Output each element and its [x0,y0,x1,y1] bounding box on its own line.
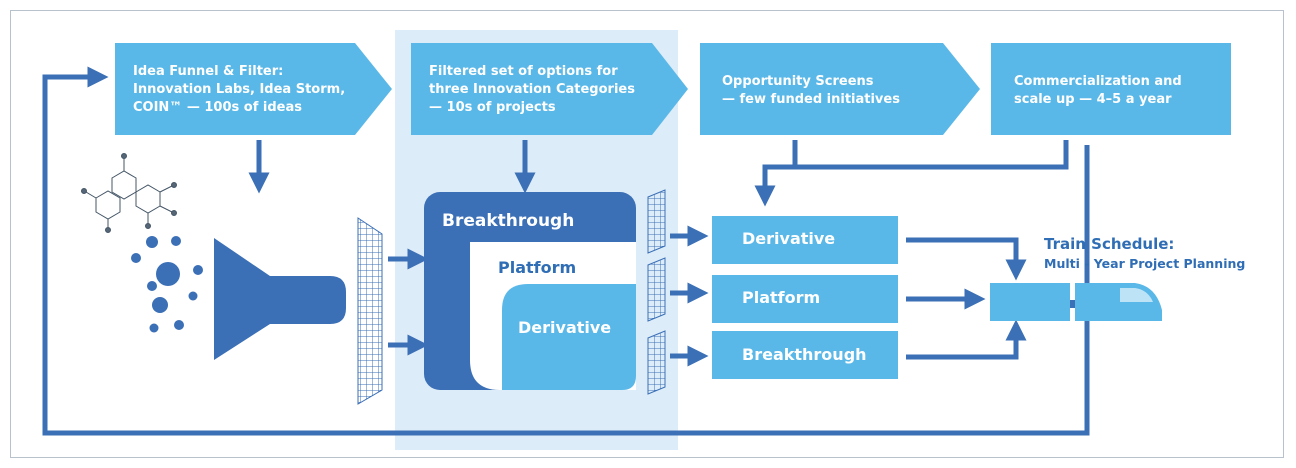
idea-dots [131,236,203,333]
svg-text:Filtered set of options for: Filtered set of options for three Innova… [429,64,639,115]
arrow-derivative-to-train [906,237,1027,281]
stage-3-line-1: Opportunity Screens [722,74,874,89]
feedback-loop-arrow [42,66,1090,436]
output-platform-label: Platform [742,288,820,307]
output-box-platform: Platform [712,275,898,323]
stage-2-line-3: — 10s of projects [429,100,556,115]
stage-2-line-1: Filtered set of options for [429,64,618,79]
arrow-breakthrough-to-train [906,319,1027,360]
mesh-filter-platform [647,257,666,322]
stage-box-4: Commercialization and scale up — 4–5 a y… [991,43,1231,135]
category-derivative-label: Derivative [518,318,611,337]
train-schedule-subtitle: Multi - Year Project Planning [1044,256,1245,271]
train-icon [990,283,1162,321]
output-breakthrough-label: Breakthrough [742,345,867,364]
stage-3-line-2: — few funded initiatives [722,92,900,107]
svg-text:Opportunity Screens —: Opportunity Screens — few funded initiat… [722,74,900,107]
category-derivative-area [502,284,636,390]
mesh-filter-derivative [647,189,666,254]
idea-funnel [214,238,346,360]
stage-1-line-2: Innovation Labs, Idea Storm, [133,82,345,97]
mesh-filter-left [357,217,383,405]
svg-text:Idea Funnel & Filter:: Idea Funnel & Filter: Innovation Labs, I… [133,64,350,115]
molecule-icon [81,153,177,233]
stage-1-line-1: Idea Funnel & Filter: [133,64,283,79]
category-breakthrough-label: Breakthrough [442,211,574,231]
mesh-filter-breakthrough [647,330,666,395]
svg-text:Commercialization and: Commercialization and scale up — 4–5 a y… [1014,74,1186,107]
merge-arrow-stages-3-4 [762,140,1069,196]
output-box-derivative: Derivative [712,216,898,264]
stage-2-line-2: three Innovation Categories [429,82,635,97]
train-schedule-title: Train Schedule: [1044,235,1174,253]
stage-chevron-2: Filtered set of options for three Innova… [411,43,688,135]
stage-chevron-1: Idea Funnel & Filter: Innovation Labs, I… [115,43,392,135]
category-platform-label: Platform [498,258,576,277]
nested-categories: Breakthrough Platform Derivative [424,192,636,390]
output-derivative-label: Derivative [742,229,835,248]
stage-4-line-1: Commercialization and [1014,74,1182,89]
stage-1-line-3: COIN™ — 100s of ideas [133,100,302,115]
stage-4-line-2: scale up — 4–5 a year [1014,92,1172,107]
output-box-breakthrough: Breakthrough [712,331,898,379]
stage-chevron-3: Opportunity Screens — few funded initiat… [700,43,980,135]
